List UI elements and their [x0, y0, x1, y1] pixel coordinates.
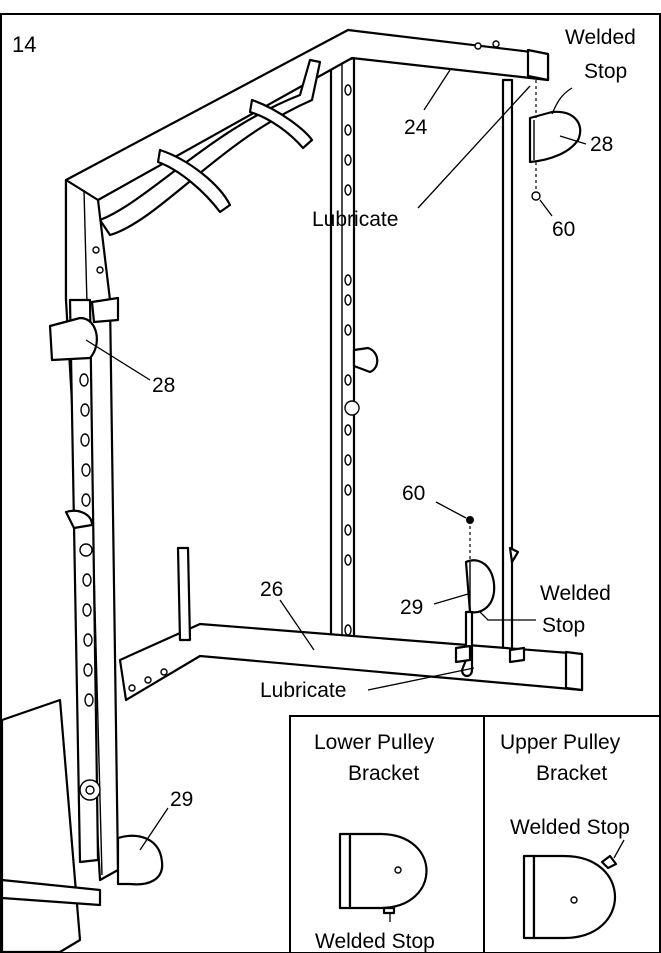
part-28-label-left: 28 [152, 374, 175, 397]
bracket-detail-inset: Lower Pulley Bracket Welded Stop Upper P… [289, 715, 661, 953]
inset-upper-title-line1: Upper Pulley [500, 731, 621, 754]
lubricate-label-top: Lubricate [312, 208, 398, 231]
lower-pulley-bracket-mid [464, 559, 496, 614]
welded-stop-label-mid-line1: Welded [540, 582, 611, 605]
left-bracket-28 [48, 316, 98, 362]
inset-upper-stop-label: Welded Stop [510, 816, 630, 839]
part-60-label-mid: 60 [402, 482, 425, 505]
inset-lower-stop-label: Welded Stop [315, 930, 435, 953]
step-number: 14 [12, 32, 36, 57]
inset-lower-title-line2: Bracket [348, 762, 419, 785]
washer-60-mid [466, 516, 474, 524]
diagram-border [0, 13, 661, 953]
welded-stop-label-mid-line2: Stop [542, 614, 585, 637]
part-26-label: 26 [260, 578, 283, 601]
part-60-label-top: 60 [552, 218, 575, 241]
upper-pulley-bracket-top [528, 110, 582, 164]
inset-lower-title-line1: Lower Pulley [314, 731, 435, 754]
part-29-label-bottom: 29 [170, 788, 193, 811]
front-upright-holes [79, 40, 500, 707]
upper-pulley-bracket-detail [522, 839, 625, 940]
welded-stop-label-top-line1: Welded [565, 26, 636, 49]
welded-stop-label-top-line2: Stop [584, 60, 627, 83]
lower-pulley-bracket-bottom [116, 834, 164, 886]
part-28-label-top: 28 [590, 133, 613, 156]
part-29-label-mid: 29 [400, 596, 423, 619]
washer-60-top [531, 191, 541, 201]
part-24-label: 24 [404, 116, 428, 139]
weight-post [176, 546, 192, 642]
callout-leaders [85, 69, 587, 851]
power-rack-frame [0, 28, 584, 953]
rear-upright-holes [344, 84, 352, 636]
lubricate-label-bottom: Lubricate [260, 679, 346, 702]
pullup-handle [98, 58, 322, 237]
inset-upper-title-line2: Bracket [536, 762, 607, 785]
lower-pulley-bracket-detail [338, 832, 428, 922]
